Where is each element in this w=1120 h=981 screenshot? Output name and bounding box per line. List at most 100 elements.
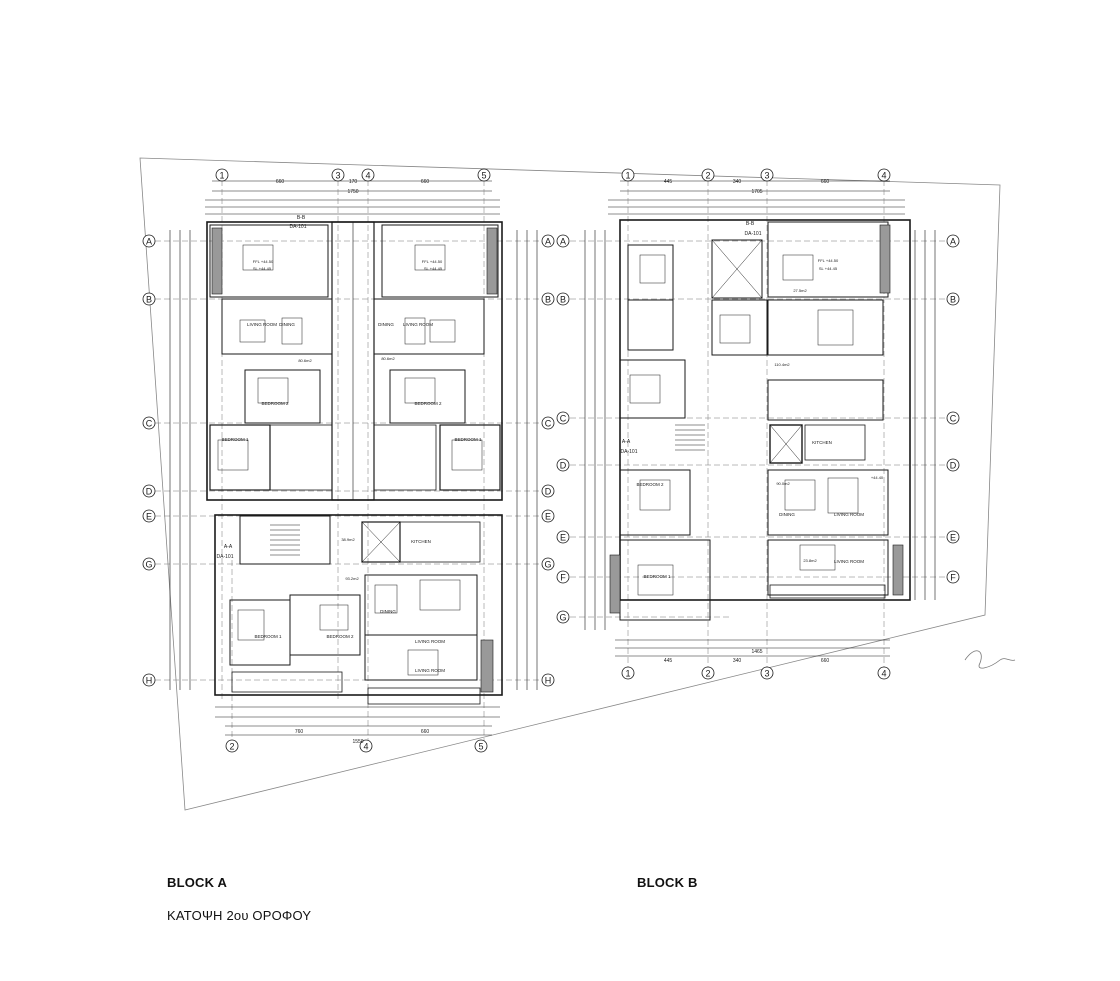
- grid-bubble-a-top-3: 3: [331, 168, 345, 182]
- svg-text:2: 2: [229, 742, 234, 752]
- svg-text:C: C: [146, 419, 153, 429]
- svg-text:G: G: [544, 560, 551, 570]
- grid-bubble-a-top-1: 1: [215, 168, 229, 182]
- a-area-label: 80.6m2: [381, 356, 395, 361]
- grid-bubble-a-left-C: C: [142, 416, 156, 430]
- grid-bubble-b-bottom-2: 2: [701, 666, 715, 680]
- site-boundary: [139, 157, 1001, 811]
- grid-bubble-a-right-G: G: [541, 557, 555, 571]
- a-level-label: SL +44.45: [253, 266, 272, 271]
- grid-bubble-a-right-A: A: [541, 234, 555, 248]
- b-bottom-dim: 1465: [751, 649, 762, 655]
- a-room-label: BEDROOM 1: [221, 437, 249, 442]
- grid-bubble-b-right-A: A: [946, 234, 960, 248]
- a-room-label: BEDROOM 1: [254, 634, 282, 639]
- grid-bubble-b-left-G: G: [556, 610, 570, 624]
- a-room-label: LIVING ROOM: [415, 639, 445, 644]
- b-top-dim: 660: [821, 179, 830, 185]
- block-a-grid-bubbles-top: 1 3 4 5: [215, 168, 491, 182]
- svg-text:A: A: [146, 237, 152, 247]
- svg-text:B: B: [560, 295, 566, 305]
- grid-bubble-b-bottom-3: 3: [760, 666, 774, 680]
- a-room-label: BEDROOM 2: [261, 401, 289, 406]
- grid-bubble-b-left-E: E: [556, 530, 570, 544]
- block-b-plan: [570, 180, 955, 670]
- floor-plan-title: ΚΑΤΟΨΗ 2ου ΟΡΟΦΟΥ: [167, 908, 312, 923]
- svg-text:D: D: [545, 487, 552, 497]
- svg-text:E: E: [560, 533, 566, 543]
- svg-text:5: 5: [478, 742, 483, 752]
- grid-bubble-a-right-C: C: [541, 416, 555, 430]
- svg-text:A: A: [950, 237, 956, 247]
- svg-text:B: B: [545, 295, 551, 305]
- svg-text:G: G: [145, 560, 152, 570]
- svg-text:E: E: [950, 533, 956, 543]
- block-a-plan: [155, 180, 545, 745]
- a-section-tag: A-A: [224, 544, 233, 550]
- svg-text:4: 4: [881, 669, 886, 679]
- grid-bubble-b-top-2: 2: [701, 168, 715, 182]
- a-top-dim: 170: [349, 179, 358, 185]
- a-room-label: KITCHEN: [411, 539, 431, 544]
- a-room-label: LIVING ROOM: [403, 322, 433, 327]
- b-room-label: KITCHEN: [812, 440, 832, 445]
- grid-bubble-a-top-4: 4: [361, 168, 375, 182]
- block-a-label: BLOCK A: [167, 875, 228, 890]
- b-bottom-dim: 340: [733, 658, 742, 664]
- b-room-label: DINING: [779, 512, 795, 517]
- b-section-tag: DA-101: [621, 449, 638, 455]
- b-section-tag: DA-101: [745, 231, 762, 237]
- grid-bubble-b-right-E: E: [946, 530, 960, 544]
- grid-bubble-b-left-D: D: [556, 458, 570, 472]
- b-top-dim: 1705: [751, 189, 762, 195]
- grid-bubble-b-left-A: A: [556, 234, 570, 248]
- b-bottom-dim: 660: [821, 658, 830, 664]
- svg-text:3: 3: [764, 171, 769, 181]
- grid-bubble-b-left-F: F: [556, 570, 570, 584]
- b-area-label: 27.5m2: [793, 288, 807, 293]
- svg-text:C: C: [545, 419, 552, 429]
- b-room-label: LIVING ROOM: [834, 512, 864, 517]
- grid-bubble-b-top-4: 4: [877, 168, 891, 182]
- svg-text:E: E: [545, 512, 551, 522]
- b-area-label: 23.8m2: [803, 558, 817, 563]
- svg-text:1: 1: [219, 171, 224, 181]
- grid-bubble-a-left-B: B: [142, 292, 156, 306]
- grid-bubble-b-right-C: C: [946, 411, 960, 425]
- grid-bubble-a-right-E: E: [541, 509, 555, 523]
- b-area-label: 90.0m2: [776, 481, 790, 486]
- a-room-label: BEDROOM 1: [454, 437, 482, 442]
- a-top-dim: 660: [276, 179, 285, 185]
- svg-text:2: 2: [705, 171, 710, 181]
- a-area-label: 93.2m2: [345, 576, 359, 581]
- a-section-tag: DA-101: [217, 554, 234, 560]
- a-top-dim: 1750: [347, 189, 358, 195]
- svg-text:B: B: [950, 295, 956, 305]
- grid-bubble-a-bottom-5: 5: [474, 739, 488, 753]
- svg-text:H: H: [146, 676, 153, 686]
- grid-bubble-b-bottom-1: 1: [621, 666, 635, 680]
- grid-bubble-b-right-D: D: [946, 458, 960, 472]
- a-bottom-dim: 760: [295, 729, 304, 735]
- grid-bubble-a-right-D: D: [541, 484, 555, 498]
- grid-bubble-a-right-B: B: [541, 292, 555, 306]
- grid-bubble-a-top-5: 5: [477, 168, 491, 182]
- grid-bubble-a-left-E: E: [142, 509, 156, 523]
- b-bottom-dim: 445: [664, 658, 673, 664]
- b-room-label: BEDROOM 1: [643, 574, 671, 579]
- block-b-grid-bubbles-bottom: 1 2 3 4: [621, 666, 891, 680]
- block-b-label: BLOCK B: [637, 875, 698, 890]
- grid-bubble-a-left-G: G: [142, 557, 156, 571]
- svg-text:4: 4: [365, 171, 370, 181]
- svg-text:C: C: [950, 414, 957, 424]
- a-section-tag: B-B: [297, 215, 306, 221]
- svg-text:2: 2: [705, 669, 710, 679]
- svg-text:B: B: [146, 295, 152, 305]
- grid-bubble-a-bottom-2: 2: [225, 739, 239, 753]
- grid-bubble-a-left-D: D: [142, 484, 156, 498]
- svg-text:3: 3: [335, 171, 340, 181]
